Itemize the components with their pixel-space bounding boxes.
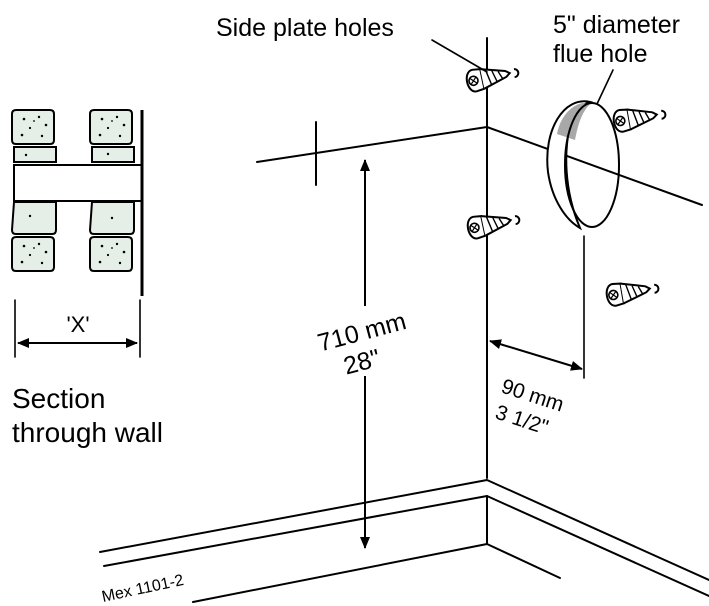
reference-code: Mex 1101-2 [100,572,185,606]
screw-with-wall-plug-icon [463,59,522,94]
flue-hole-label-line2: flue hole [553,40,648,68]
screw-with-wall-plug-icon [611,101,669,134]
wall-perspective [99,37,709,603]
offset-dimension: 90 mm 3 1/2" [489,339,583,439]
side-plate-holes-label: Side plate holes [216,14,394,42]
brick-icon [10,109,135,272]
height-dimension: 710 mm 28" [300,159,425,549]
flue-hole-label-line1: 5" diameter [553,11,680,39]
dimension-x-label: 'X' [66,312,89,337]
screw-with-wall-plug-icon [464,206,523,241]
screw-with-wall-plug-icon [604,275,662,308]
flue-hole [546,69,620,379]
section-label-line2: through wall [12,417,163,448]
section-label-line1: Section [12,383,105,414]
flue-sleeve [13,164,143,202]
wall-section: 'X' Section through wall [10,109,163,448]
